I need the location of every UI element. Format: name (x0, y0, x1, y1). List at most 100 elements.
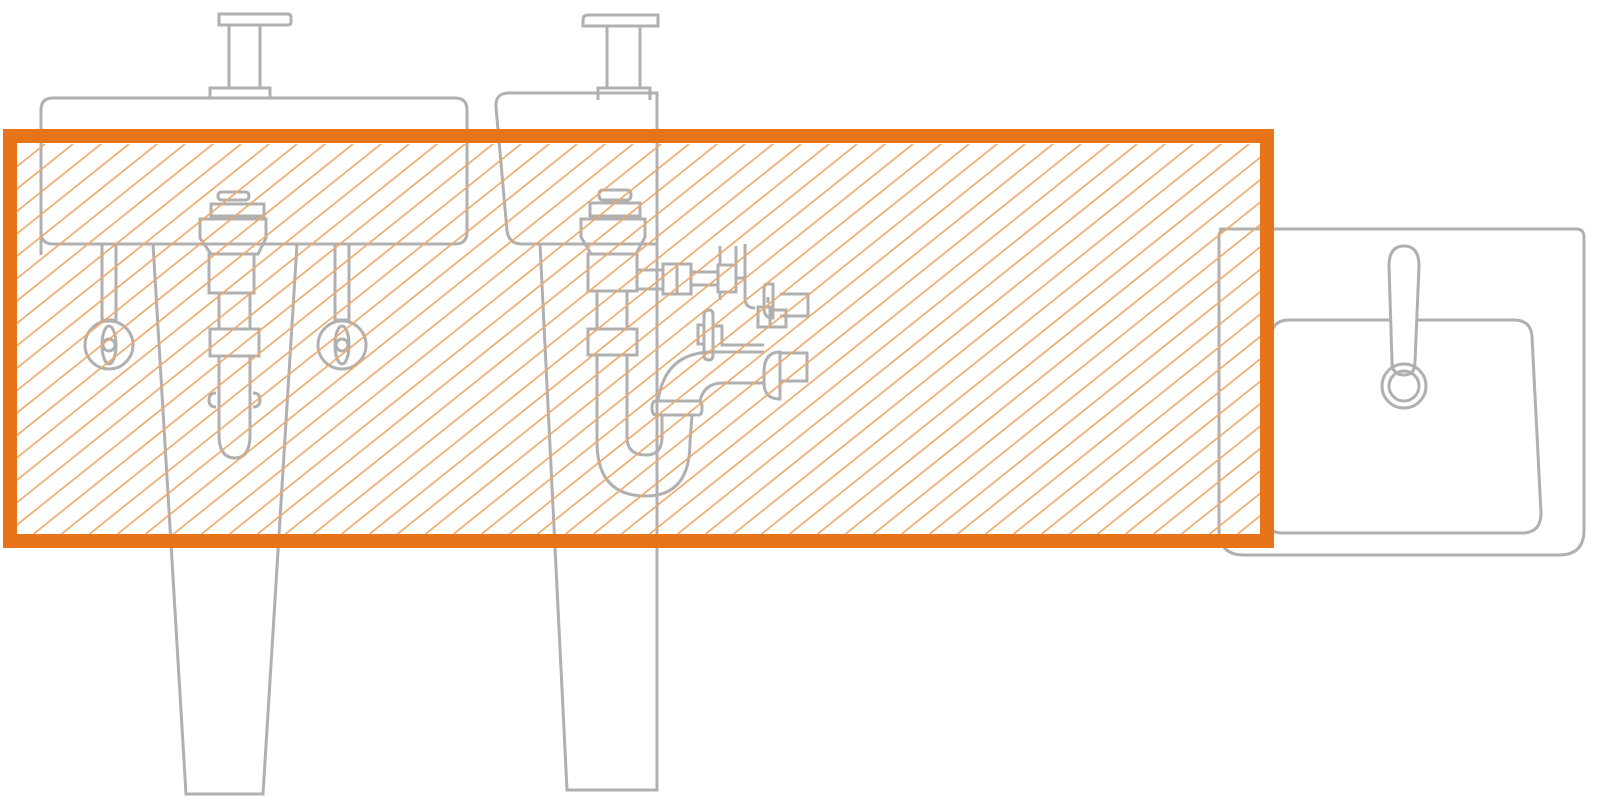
side-wall-box-lower (780, 351, 809, 383)
hatch-line (397, 144, 886, 534)
hatch-line (285, 144, 774, 534)
hatch-pattern (17, 144, 1260, 534)
front-tap-base (208, 86, 272, 98)
hatch-line (17, 144, 158, 258)
hatch-line (17, 144, 410, 459)
hatch-line (201, 144, 690, 534)
hatch-line (61, 144, 550, 534)
front-drain-sleeve (207, 252, 256, 295)
hatch-line (117, 144, 606, 534)
hatch-line (89, 144, 578, 534)
hatch-line (313, 144, 802, 534)
hatch-line (17, 144, 298, 370)
side-drain-nut (588, 201, 642, 218)
hatch-line (17, 144, 130, 235)
side-siphon-trap (595, 355, 694, 498)
hatch-line (733, 144, 1222, 534)
top-tap-outer-ring (1380, 362, 1428, 410)
top-basin-outline (1217, 227, 1586, 557)
side-basin-profile (494, 91, 659, 246)
front-left-supply-pipe (100, 244, 118, 322)
hatch-line (173, 144, 662, 534)
hatch-line (873, 223, 1260, 534)
hatch-line (17, 144, 354, 414)
hatch-line (17, 144, 102, 213)
front-tap-body (227, 25, 262, 90)
side-overflow-nut (637, 262, 720, 296)
hatch-line (425, 144, 914, 534)
front-drain-body (198, 217, 268, 256)
hatch-line (17, 144, 438, 482)
front-view (39, 12, 469, 796)
hatch-line (17, 144, 382, 437)
hatch-line (145, 144, 634, 534)
front-drain-ring (207, 391, 262, 409)
hatch-line (985, 313, 1260, 534)
front-right-valve-center (334, 337, 350, 353)
front-left-valve (83, 319, 135, 371)
hatch-line (33, 144, 522, 534)
hatch-line (1097, 402, 1260, 534)
top-tap-base (1387, 369, 1421, 403)
zone-border (3, 129, 1274, 548)
hatch-line (1153, 447, 1260, 534)
hatch-line (1237, 514, 1260, 534)
front-drain-cap (216, 190, 251, 202)
hatch-line (17, 144, 270, 347)
side-drain-sleeve (586, 252, 639, 293)
front-basin-outline (39, 96, 469, 255)
side-view (494, 13, 810, 792)
side-wall-box-upper (780, 292, 810, 318)
hatch-line (229, 144, 718, 534)
hatch-line (845, 201, 1260, 534)
hatch-line (1041, 358, 1260, 534)
side-tap-body (605, 26, 642, 90)
hatch-line (481, 144, 970, 534)
hatch-line (677, 144, 1166, 534)
hatch-line (537, 144, 1026, 534)
highlight-zone (3, 129, 1274, 548)
hatch-line (17, 144, 466, 504)
side-wall-flange-lower (762, 350, 782, 401)
side-tap-base (596, 86, 652, 100)
side-connector-b (770, 308, 788, 329)
hatch-line (593, 144, 1082, 534)
hatch-line (1013, 335, 1260, 534)
front-left-valve-center (101, 337, 117, 353)
hatch-line (17, 144, 186, 280)
hatch-line (957, 290, 1260, 534)
front-pedestal (151, 243, 299, 796)
hatch-line (789, 156, 1260, 534)
hatch-line (17, 144, 326, 392)
hatch-line (565, 144, 1054, 534)
hatch-line (621, 144, 1110, 534)
hatch-line (705, 144, 1194, 534)
hatch-line (257, 144, 746, 534)
hatch-line (649, 144, 1138, 534)
front-drain-pipe-upper (217, 293, 252, 331)
side-siphon-inner (625, 355, 664, 457)
hatch-line (817, 178, 1260, 534)
hatch-line (1069, 380, 1260, 534)
hatch-line (509, 144, 998, 534)
hatch-line (929, 268, 1260, 534)
side-angle-valve (696, 308, 764, 362)
top-bowl-outline (1261, 318, 1543, 535)
side-tap-spout (581, 13, 660, 28)
hatch-line (369, 144, 858, 534)
hatch-line (341, 144, 830, 534)
hatch-line (901, 246, 1260, 534)
side-valve-body (716, 263, 738, 294)
side-drain-coupling (586, 327, 639, 357)
front-right-valve (316, 319, 368, 371)
hatch-line (1125, 425, 1260, 534)
hatch-line (453, 144, 942, 534)
front-tap-spout (217, 12, 293, 27)
front-drain-tail (217, 356, 252, 460)
side-pedestal (538, 243, 659, 792)
hatch-line (17, 144, 494, 526)
hatch-line (17, 144, 214, 302)
hatch-line (17, 144, 242, 325)
